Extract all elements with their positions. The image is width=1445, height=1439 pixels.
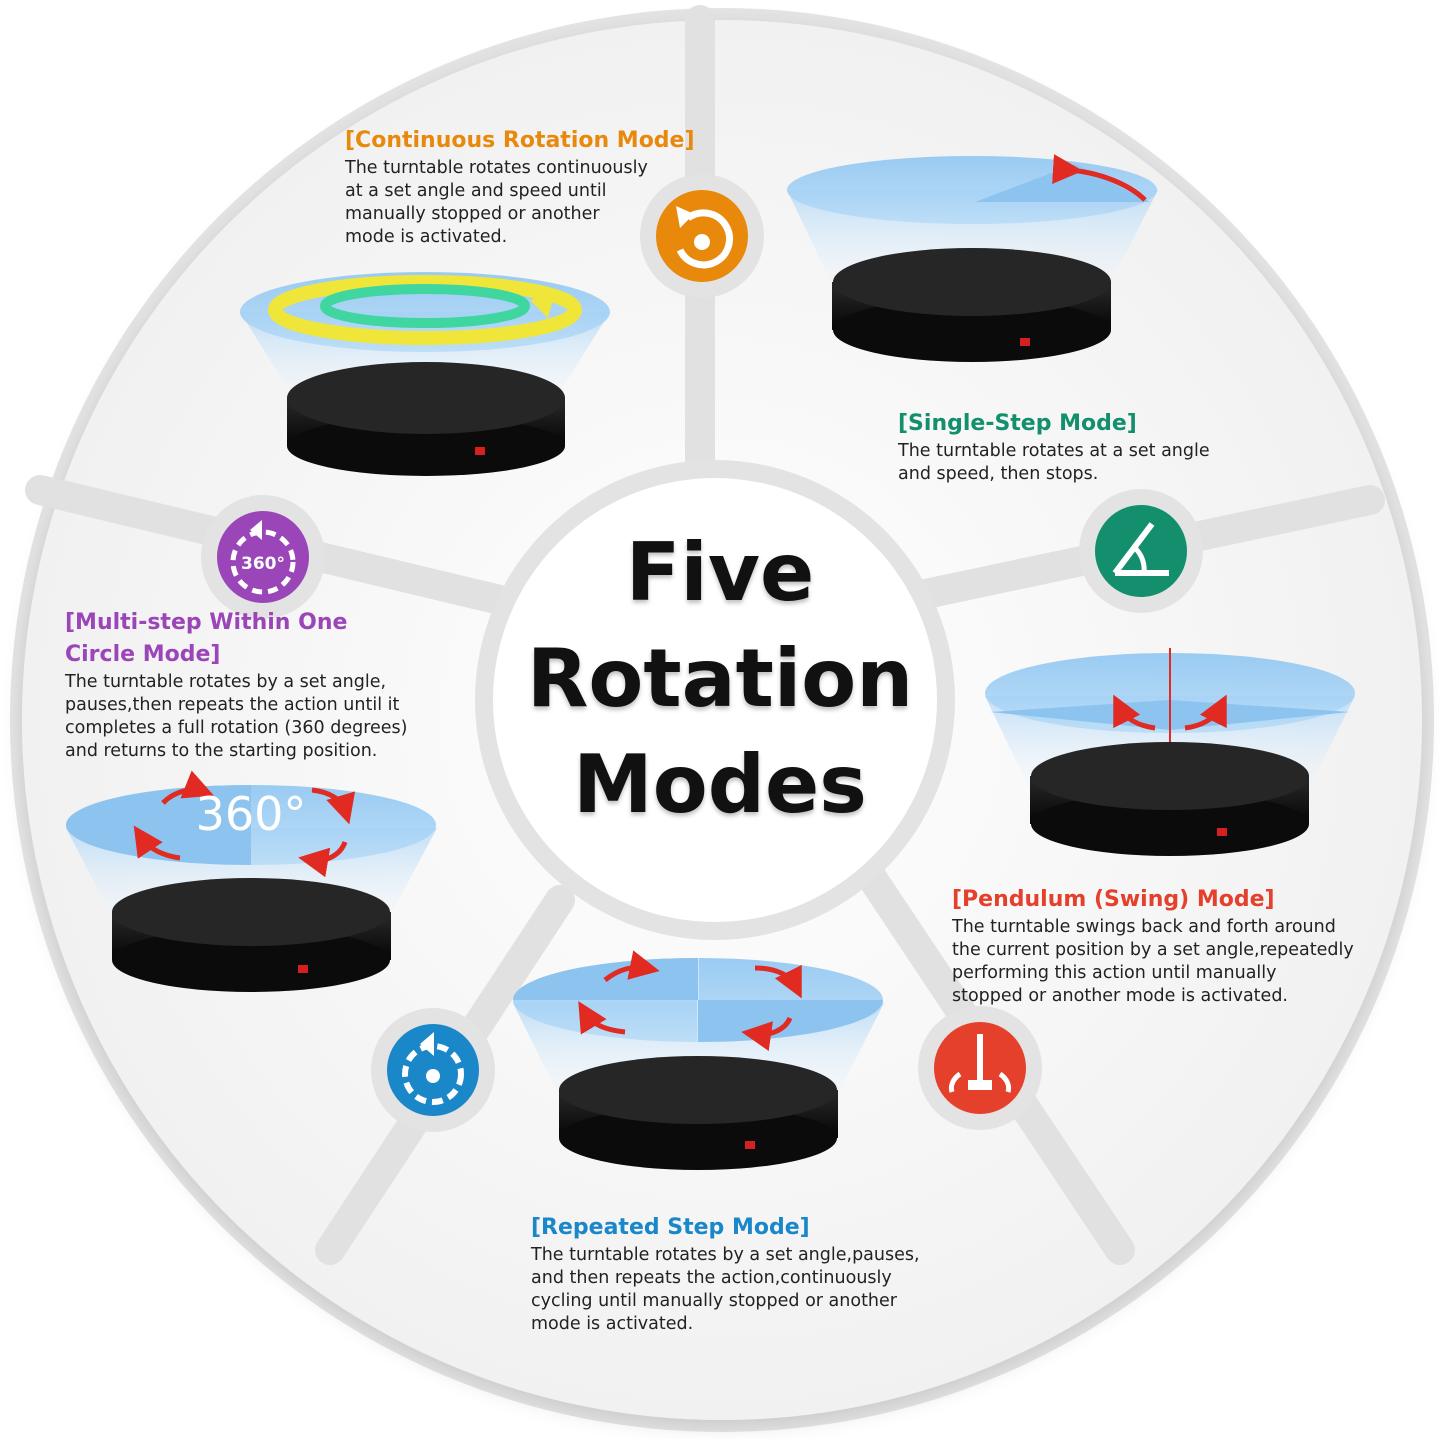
rotate-360-icon: 360° — [201, 495, 325, 619]
pendulum-desc-line-1: The turntable swings back and forth arou… — [952, 917, 1336, 937]
repeated-desc-line-4: mode is activated. — [531, 1314, 694, 1334]
continuous-desc-line-4: mode is activated. — [345, 227, 508, 247]
repeated-desc-line-1: The turntable rotates by a set angle,pau… — [531, 1245, 920, 1265]
pendulum-mode-text: [Pendulum (Swing) Mode] The turntable sw… — [952, 884, 1372, 1008]
multi-step-turntable-illustration: 360° — [66, 770, 437, 992]
repeated-step-mode-text: [Repeated Step Mode] The turntable rotat… — [531, 1212, 931, 1336]
svg-text:360°: 360° — [241, 554, 285, 574]
pendulum-icon — [918, 1006, 1042, 1130]
continuous-rotation-icon — [640, 174, 764, 298]
multi-desc-line-2: pauses,then repeats the action until it — [65, 695, 400, 715]
center-heading: Five Rotation Modes — [495, 520, 945, 880]
repeated-desc-line-2: and then repeats the action,continuously — [531, 1268, 892, 1288]
center-disc — [493, 478, 937, 922]
continuous-desc-line-2: at a set angle and speed until — [345, 181, 607, 201]
multi-desc-line-3: completes a full rotation (360 degrees) — [65, 718, 408, 738]
continuous-turntable-illustration — [240, 272, 610, 476]
angle-icon — [1079, 489, 1203, 613]
multi-step-mode-title-line-2: Circle Mode] — [65, 642, 221, 667]
pendulum-desc-line-3: performing this action until manually — [952, 963, 1277, 983]
single-desc-line-2: and speed, then stops. — [898, 464, 1099, 484]
single-step-mode-text: [Single-Step Mode] The turntable rotates… — [898, 408, 1278, 486]
repeated-desc-line-3: cycling until manually stopped or anothe… — [531, 1291, 897, 1311]
continuous-mode-text: [Continuous Rotation Mode] The turntable… — [345, 125, 705, 249]
multi-desc-line-1: The turntable rotates by a set angle, — [65, 672, 387, 692]
repeated-step-icon — [371, 1008, 495, 1132]
pendulum-desc-line-4: stopped or another mode is activated. — [952, 986, 1288, 1006]
svg-text:360°: 360° — [196, 787, 307, 841]
multi-step-mode-text: [Multi-step Within One Circle Mode] The … — [65, 607, 445, 763]
multi-desc-line-4: and returns to the starting position. — [65, 741, 378, 761]
single-step-mode-title: [Single-Step Mode] — [898, 411, 1137, 436]
heading-line-1: Five — [625, 526, 815, 619]
heading-line-2: Rotation — [526, 632, 914, 725]
pendulum-mode-title: [Pendulum (Swing) Mode] — [952, 887, 1275, 912]
pendulum-turntable-illustration — [985, 648, 1355, 856]
single-step-turntable-illustration — [787, 154, 1158, 362]
pendulum-desc-line-2: the current position by a set angle,repe… — [952, 940, 1354, 960]
continuous-desc-line-1: The turntable rotates continuously — [345, 158, 648, 178]
repeated-step-turntable-illustration — [513, 950, 884, 1170]
continuous-desc-line-3: manually stopped or another — [345, 204, 600, 224]
single-desc-line-1: The turntable rotates at a set angle — [898, 441, 1210, 461]
heading-line-3: Modes — [573, 738, 867, 831]
continuous-mode-title: [Continuous Rotation Mode] — [345, 128, 695, 153]
repeated-step-mode-title: [Repeated Step Mode] — [531, 1215, 810, 1240]
multi-step-mode-title-line-1: [Multi-step Within One — [65, 610, 348, 635]
